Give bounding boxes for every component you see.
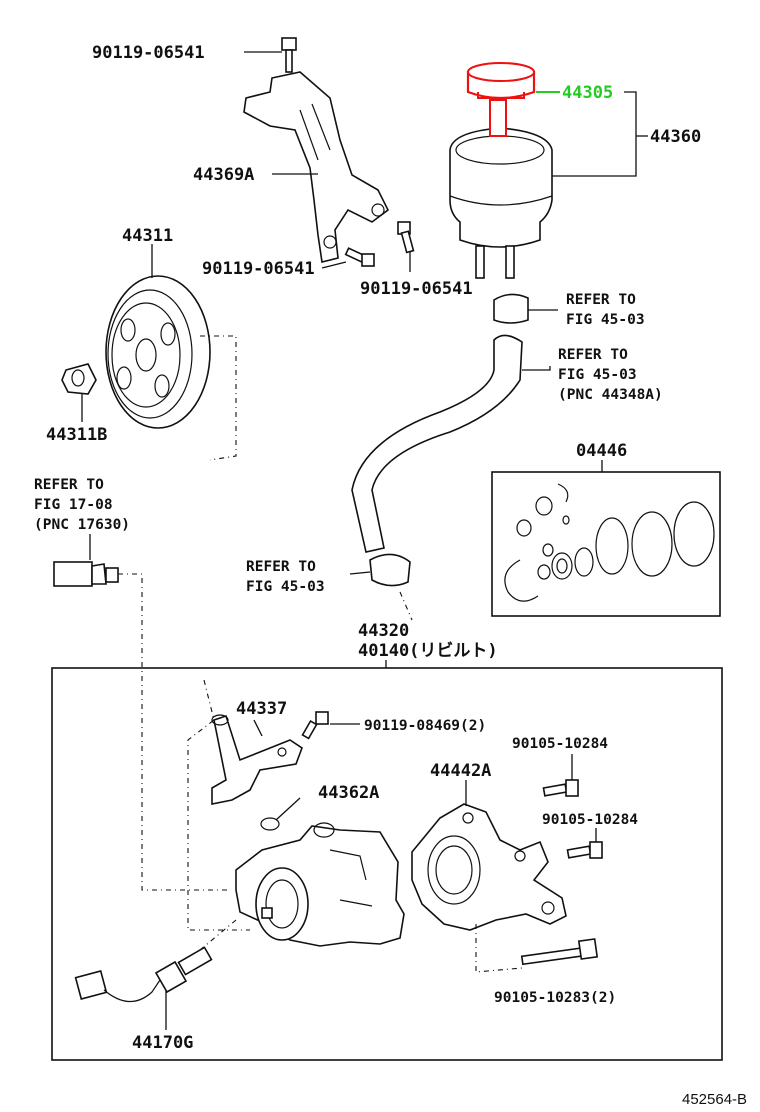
bolt-90119-top[interactable] [281,37,297,73]
centerline-hose [399,591,413,621]
label-40140[interactable]: 40140(リビルト) [358,641,498,661]
label-refer3-c[interactable]: (PNC 17630) [34,517,130,533]
reservoir-tank-44360[interactable] [449,127,553,279]
label-44305[interactable]: 44305 [562,83,613,103]
hose-clamp-upper[interactable] [493,293,529,324]
centerline-bolt-c [475,924,523,973]
bolt-90119-08469[interactable] [301,711,329,740]
label-90105-10284-b[interactable]: 90105-10284 [542,812,638,828]
label-44320[interactable]: 44320 [358,621,409,641]
label-refer2-c[interactable]: (PNC 44348A) [558,387,663,403]
reservoir-cap-44305[interactable] [466,62,536,137]
seal-kit-box [491,471,721,617]
bolt-90105-a[interactable] [542,779,579,797]
pump-assembly-box [51,667,723,1061]
label-90105-10284-a[interactable]: 90105-10284 [512,736,608,752]
oring-44362a[interactable] [260,817,280,831]
label-90105-10283[interactable]: 90105-10283(2) [494,990,616,1006]
hose-clamp-lower[interactable] [369,553,411,587]
label-44360[interactable]: 44360 [650,127,701,147]
label-refer1-a[interactable]: REFER TO [566,292,636,308]
label-refer3-a[interactable]: REFER TO [34,477,104,493]
sensor-44170g[interactable] [74,946,213,1003]
leader-refer-4 [349,571,371,575]
leader-44362a [275,797,301,821]
label-refer2-b[interactable]: FIG 45-03 [558,367,637,383]
label-44442a[interactable]: 44442A [430,761,491,781]
label-90119-06541-top[interactable]: 90119-06541 [92,43,205,63]
label-04446[interactable]: 04446 [576,441,627,461]
label-refer3-b[interactable]: FIG 17-08 [34,497,113,513]
pulley-44311[interactable] [105,275,211,429]
bolt-90119-mid[interactable] [344,247,375,267]
label-refer1-b[interactable]: FIG 45-03 [566,312,645,328]
bracket-44369a[interactable] [243,71,390,263]
pump-body[interactable] [235,822,405,947]
centerline-sensor [118,573,230,891]
label-refer4-b[interactable]: FIG 45-03 [246,579,325,595]
label-90119-06541-right[interactable]: 90119-06541 [360,279,473,299]
label-refer4-a[interactable]: REFER TO [246,559,316,575]
bolt-90119-right[interactable] [397,221,415,254]
leader-90119-mid [321,261,347,269]
label-44337[interactable]: 44337 [236,699,287,719]
leader-refer-2 [522,366,551,371]
centerline-sensor-lower [199,919,237,951]
nut-44311b[interactable] [61,363,97,395]
label-44362a[interactable]: 44362A [318,783,379,803]
bolt-90105-c[interactable] [520,938,599,966]
leader-44337 [253,719,263,737]
housing-44442a[interactable] [411,803,567,931]
return-hose[interactable] [351,334,523,553]
label-44311b[interactable]: 44311B [46,425,107,445]
figure-id: 452564-B [682,1091,747,1108]
pressure-switch[interactable] [53,561,119,587]
centerline-pulley [200,335,237,461]
label-refer2-a[interactable]: REFER TO [558,347,628,363]
seal-kit-parts[interactable] [504,483,715,602]
centerline-union [187,679,250,931]
bolt-90105-b[interactable] [566,841,603,859]
label-44369a[interactable]: 44369A [193,165,254,185]
leader-44360 [552,91,637,177]
label-44170g[interactable]: 44170G [132,1033,193,1053]
label-90119-08469[interactable]: 90119-08469(2) [364,718,486,734]
label-44311[interactable]: 44311 [122,226,173,246]
label-90119-06541-mid[interactable]: 90119-06541 [202,259,315,279]
union-44337[interactable] [211,714,303,805]
